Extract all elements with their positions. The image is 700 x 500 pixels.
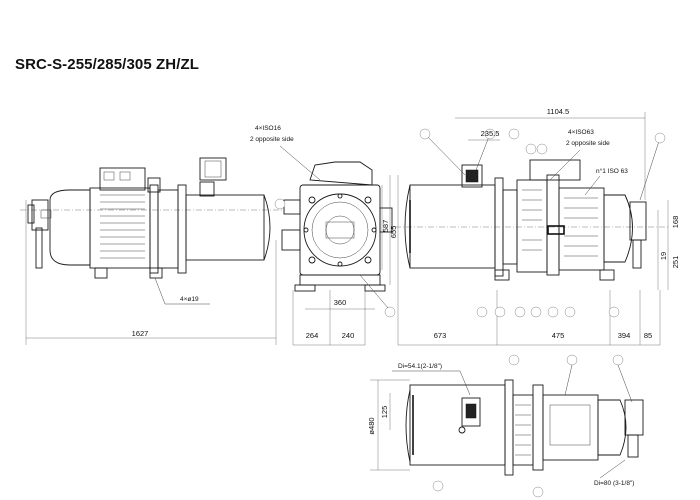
dimension-1627: 1627 xyxy=(132,329,149,338)
right-side-view xyxy=(395,112,670,346)
top-view xyxy=(370,354,644,498)
dimension-480: ø480 xyxy=(367,417,376,434)
dimension-251: 251 xyxy=(671,256,680,269)
dimension-475: 475 xyxy=(552,331,565,340)
dimension-587: 587 xyxy=(381,220,390,233)
side-view xyxy=(20,167,285,345)
di-discharge-callout: Di=80 (3-1/8") xyxy=(594,480,634,487)
dimension-19: 19 xyxy=(659,252,668,260)
dimension-235-5: 235.5 xyxy=(481,129,500,138)
dimension-673: 673 xyxy=(434,331,447,340)
dimension-264: 264 xyxy=(306,331,319,340)
iso063-callout-line1: 4×ISO63 xyxy=(568,129,594,136)
di-suction-callout: Di=54.1(2-1/8") xyxy=(398,363,442,370)
dimension-168: 168 xyxy=(671,216,680,229)
dimension-85: 85 xyxy=(644,331,652,340)
dimension-394: 394 xyxy=(618,331,631,340)
end-view xyxy=(199,145,396,346)
iso63-single-callout: n°1 ISO 63 xyxy=(596,167,628,175)
dimension-240: 240 xyxy=(342,331,355,340)
feet-holes-callout: 4×ø19 xyxy=(180,296,199,303)
drawing-title: SRC-S-255/285/305 ZH/ZL xyxy=(15,56,200,73)
iso063-callout-line2: 2 opposite side xyxy=(566,140,610,147)
dimension-360: 360 xyxy=(334,298,347,307)
dimension-125: 125 xyxy=(380,406,389,419)
iso016-callout-line1: 4×ISO16 xyxy=(255,125,281,132)
dimension-655: 655 xyxy=(389,226,398,239)
dimension-1104-5: 1104.5 xyxy=(547,107,569,116)
iso016-callout-line2: 2 opposite side xyxy=(250,136,294,143)
